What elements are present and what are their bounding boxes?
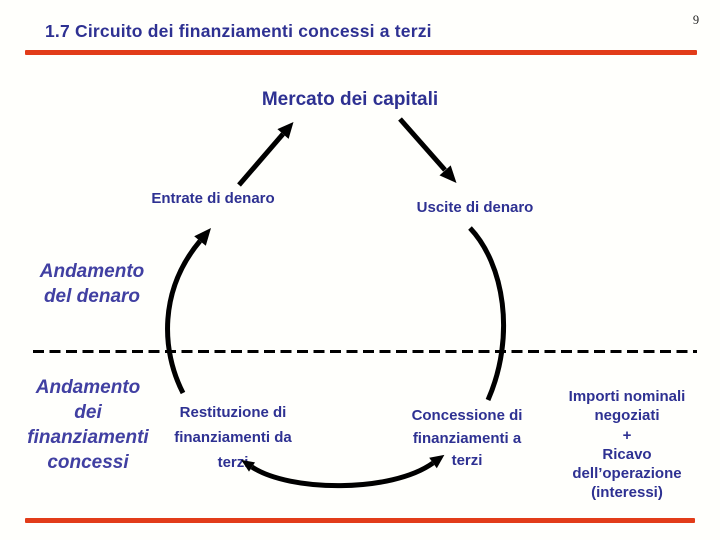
market-outflow-arrow bbox=[398, 117, 457, 183]
title-divider-line bbox=[25, 50, 697, 55]
left-circuit-arc bbox=[165, 228, 211, 395]
page-number: 9 bbox=[692, 13, 700, 27]
slide-title: 1.7 Circuito dei finanziamenti concessi … bbox=[45, 21, 432, 41]
capital-market-label: Mercato dei capitali bbox=[261, 89, 439, 110]
right-circuit-arc bbox=[468, 226, 507, 402]
market-inflow-arrow bbox=[237, 122, 294, 187]
bottom-divider-line bbox=[25, 518, 695, 523]
money-inflow-label: Entrate di denaro bbox=[151, 190, 275, 207]
concession-label: Concessione di finanziamenti a terzi bbox=[411, 407, 523, 469]
money-outflow-label: Uscite di denaro bbox=[416, 199, 534, 216]
bottom-circuit-arc bbox=[241, 454, 445, 489]
money-trend-label: Andamento del denaro bbox=[39, 261, 145, 307]
financing-trend-label: Andamento dei finanziamenti concessi bbox=[27, 377, 149, 473]
restitution-label: Restituzione di finanziamenti da terzi bbox=[174, 404, 292, 471]
nominal-amounts-label: Importi nominali negoziati + Ricavo dell… bbox=[568, 388, 686, 502]
